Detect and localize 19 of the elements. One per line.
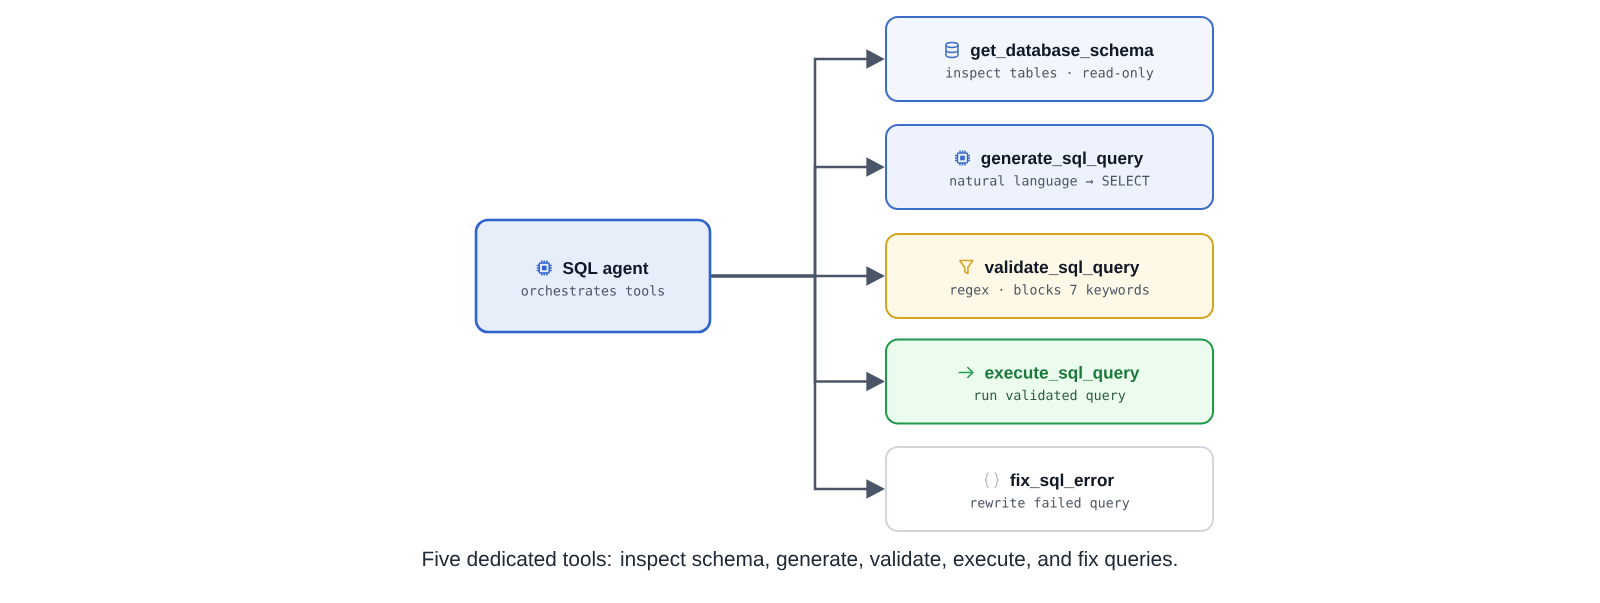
tool-name: fix_sql_error <box>1010 473 1114 490</box>
tool-name: get_database_schema <box>970 43 1154 60</box>
tool-box <box>885 16 1214 102</box>
tool-box <box>885 233 1214 319</box>
caption: Five dedicated tools: inspect schema, generate, validate, execute, and fix queries. <box>423 550 1177 571</box>
description: rewrite failed query <box>971 497 1130 511</box>
tool-box <box>885 338 1214 425</box>
description: inspect tables · read-only <box>946 67 1154 81</box>
tool-name: generate_sql_query <box>981 151 1144 168</box>
tool-name: validate_sql_query <box>984 260 1140 277</box>
description: run validated query <box>975 389 1126 403</box>
tool-name: execute_sql_query <box>985 366 1140 383</box>
description: natural language → SELECT <box>950 175 1150 189</box>
description: regex · blocks 7 keywords <box>951 284 1149 298</box>
agent-name: SQL agent <box>563 261 649 278</box>
tool-box <box>885 446 1214 532</box>
tool-box <box>885 124 1214 210</box>
description: orchestrates tools <box>521 285 664 296</box>
agent-box <box>474 218 712 334</box>
